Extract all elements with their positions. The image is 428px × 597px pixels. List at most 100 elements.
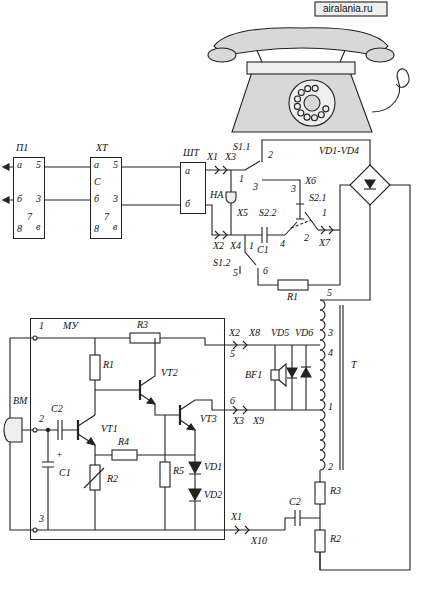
component-label: R1	[286, 292, 299, 302]
wire	[94, 445, 95, 530]
pin-label: а	[185, 166, 190, 176]
wire	[189, 462, 201, 473]
pin-label: 8	[94, 224, 99, 234]
wire	[320, 450, 325, 460]
component-label: X8	[248, 328, 261, 338]
pin-label: 5	[36, 160, 41, 170]
wire	[140, 338, 180, 415]
telephone-illustration	[298, 110, 304, 116]
component-label: +	[55, 450, 64, 460]
wire	[320, 360, 325, 370]
wire	[340, 305, 343, 470]
wire	[240, 235, 256, 274]
pin-label: б	[94, 194, 99, 204]
block-name: МУ	[63, 321, 78, 331]
wire	[285, 222, 297, 235]
pin-label: 5	[113, 160, 118, 170]
component-label: C2	[50, 404, 64, 414]
wire	[329, 226, 333, 234]
telephone-illustration	[208, 2, 409, 132]
wire	[315, 530, 325, 552]
wire	[33, 428, 37, 432]
wire	[95, 389, 140, 390]
wire	[319, 470, 320, 570]
wire	[180, 400, 225, 462]
terminal-block: ХТа5Сб37в8	[90, 157, 122, 239]
wire	[320, 430, 325, 440]
component-label: 6	[229, 396, 236, 406]
wire	[4, 418, 22, 442]
wire-connector	[45, 199, 90, 200]
wire	[95, 454, 195, 455]
component-label: VT1	[100, 424, 119, 434]
wire	[233, 341, 237, 349]
component-label: 3	[38, 514, 45, 524]
wire	[46, 428, 49, 431]
telephone-illustration	[232, 72, 372, 132]
telephone-illustration	[295, 96, 301, 102]
wire	[320, 420, 325, 430]
component-label: X3	[224, 152, 237, 162]
component-label: BF1	[244, 370, 263, 380]
component-label: C1	[256, 245, 270, 255]
component-label: R3	[329, 486, 342, 496]
telephone-illustration	[311, 115, 317, 121]
wire	[243, 341, 247, 349]
telephone-illustration	[208, 48, 236, 62]
component-label: Т	[350, 360, 358, 370]
wire	[215, 166, 333, 534]
component-label: X4	[229, 241, 242, 251]
component-label: X3	[232, 416, 245, 426]
pin-label: 3	[113, 194, 118, 204]
pin-label: 7	[104, 212, 109, 222]
wire	[320, 400, 325, 410]
wire	[189, 501, 201, 530]
component-label: X2	[212, 241, 225, 251]
wire	[87, 438, 95, 445]
component-label: 1	[248, 241, 255, 251]
component-label: 3	[252, 182, 259, 192]
component-label: VD1	[203, 462, 223, 472]
component-label: X9	[252, 416, 265, 426]
component-label: ВМ	[12, 396, 28, 406]
wire	[90, 355, 100, 380]
component-label: 4	[279, 239, 286, 249]
wire	[225, 345, 320, 410]
telephone-illustration	[294, 85, 328, 120]
component-label: 3	[327, 328, 334, 338]
component-label: VT2	[160, 368, 179, 378]
component-label: S2.1	[308, 193, 328, 203]
wire	[271, 370, 279, 380]
telephone-illustration	[304, 95, 320, 111]
telephone-illustration	[247, 62, 355, 74]
wire	[320, 320, 325, 330]
component-label: 1	[238, 174, 245, 184]
wire	[84, 468, 104, 488]
wire	[320, 300, 325, 310]
wire	[315, 482, 325, 504]
wire	[233, 406, 237, 414]
wire	[320, 350, 325, 360]
wire	[287, 368, 297, 377]
wire	[320, 370, 325, 380]
wire	[320, 460, 325, 470]
wire	[305, 212, 318, 230]
component-label: X1	[230, 512, 243, 522]
telephone-illustration	[298, 89, 304, 95]
component-label: 5	[326, 288, 333, 298]
wire	[189, 489, 201, 500]
wire	[160, 462, 170, 487]
wire	[3, 140, 410, 570]
component-label: 2	[267, 150, 274, 160]
pin-label: С	[94, 177, 101, 187]
wire	[147, 398, 155, 404]
wire	[78, 415, 95, 445]
component-label: 5	[229, 349, 236, 359]
telephone-illustration	[256, 48, 346, 62]
component-label: X5	[236, 208, 249, 218]
telephone-illustration	[305, 86, 311, 92]
wire	[189, 474, 201, 489]
wire	[320, 205, 370, 300]
